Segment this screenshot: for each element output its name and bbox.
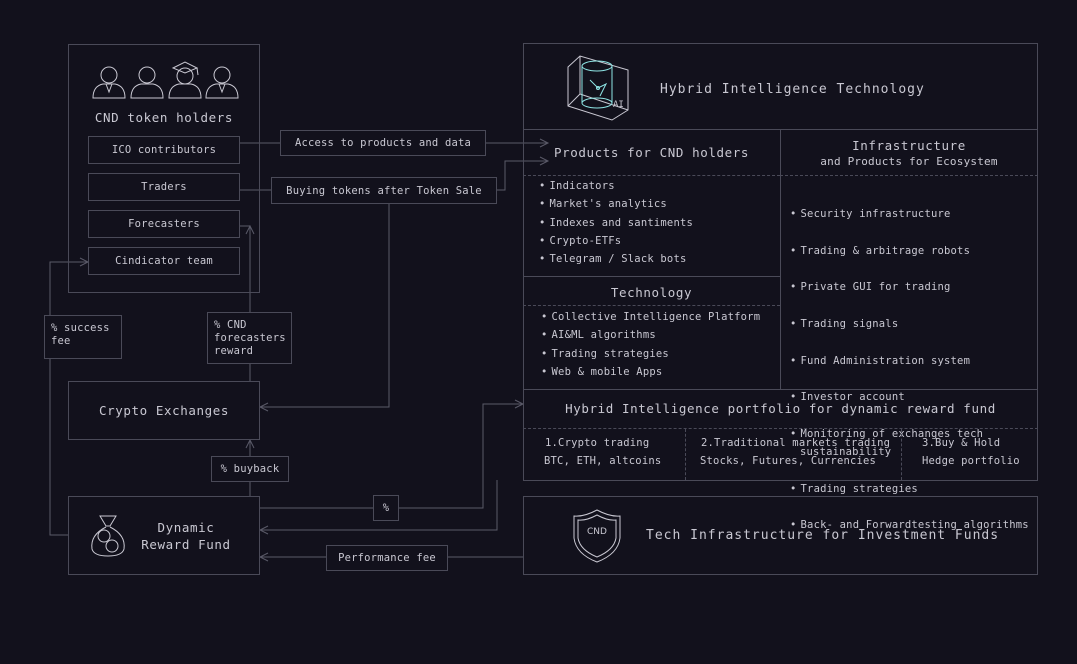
list-item: Trading & arbitrage robots [790, 242, 1029, 260]
list-item: Indexes and santiments [539, 214, 693, 232]
hybrid-intelligence-panel [523, 43, 1038, 481]
arrow-head [539, 156, 550, 166]
arrow-head [539, 138, 550, 148]
cnd-reward-label: % CND forecasters reward [207, 312, 292, 364]
crypto-exchanges-title: Crypto Exchanges [98, 403, 229, 418]
arrow-head [245, 438, 255, 449]
technology-list: Collective Intelligence Platform AI&ML a… [541, 308, 761, 381]
people-icon [92, 61, 239, 99]
buying-label: Buying tokens after Token Sale [271, 177, 497, 204]
list-item: Monitoring of exchanges tech sustainabil… [790, 425, 1029, 462]
dashed-divider [780, 175, 1038, 176]
hybrid-intelligence-title: Hybrid Intelligence Technology [660, 82, 925, 97]
list-item: Security infrastructure [790, 205, 1029, 223]
list-item: Indicators [539, 177, 693, 195]
portfolio-column-detail: Stocks, Futures, Currencies [700, 455, 877, 467]
ai-cube-icon [567, 55, 629, 121]
infrastructure-title: Infrastructure [852, 138, 966, 153]
holder-traders: Traders [88, 173, 240, 201]
divider [523, 389, 1038, 390]
connector-line [260, 204, 390, 408]
arrow-head [245, 224, 255, 235]
portfolio-column-name: 3.Buy & Hold [922, 437, 1001, 449]
list-item: Trading signals [790, 315, 1029, 333]
connector-line [260, 480, 498, 531]
list-item: Telegram / Slack bots [539, 250, 693, 268]
holder-forecasters: Forecasters [88, 210, 240, 238]
portfolio-column-detail: Hedge portfolio [922, 455, 1020, 467]
portfolio-column-name: 2.Traditional markets trading [701, 437, 891, 449]
divider [780, 129, 781, 389]
divider [523, 276, 780, 277]
percent-label: % [373, 495, 399, 521]
performance-fee-label: Performance fee [326, 545, 448, 571]
dashed-divider [523, 428, 1038, 429]
access-label: Access to products and data [280, 130, 486, 156]
portfolio-column-name: 1.Crypto trading [545, 437, 650, 449]
list-item: Fund Administration system [790, 352, 1029, 370]
success-fee-label: % success fee [44, 315, 122, 359]
holder-cindicator-team: Cindicator team [88, 247, 240, 275]
dashed-divider [901, 429, 902, 480]
list-item: Private GUI for trading [790, 278, 1029, 296]
list-item: Investor account [790, 388, 1029, 406]
ai-badge: AI [613, 100, 624, 110]
reward-fund-box [68, 496, 260, 575]
list-item: AI&ML algorithms [541, 326, 760, 344]
dashed-divider [523, 305, 780, 306]
reward-fund-title: Dynamic Reward Fund [141, 520, 231, 552]
list-item: Collective Intelligence Platform [541, 308, 761, 326]
shield-badge: CND [587, 527, 607, 537]
infrastructure-list: Security infrastructure Trading & arbitr… [790, 187, 1029, 553]
list-item: Back- and Forwardtesting algorithms [790, 516, 1029, 534]
connector-line [497, 160, 548, 191]
list-item: Market's analytics [539, 195, 693, 213]
dashed-divider [685, 429, 686, 480]
portfolio-column-detail: BTC, ETH, altcoins [544, 455, 662, 467]
list-item: Trading strategies [790, 480, 1029, 498]
arrow-head [258, 402, 269, 412]
portfolio-title: Hybrid Intelligence portfolio for dynami… [565, 401, 996, 416]
crypto-exchanges-box [68, 381, 260, 440]
buyback-label: % buyback [211, 456, 289, 482]
arrow-head [258, 525, 269, 535]
list-item: Crypto-ETFs [539, 232, 693, 250]
token-holders-panel [68, 44, 260, 293]
products-title: Products for CND holders [553, 145, 749, 160]
list-item: Web & mobile Apps [541, 363, 760, 381]
connector-line [49, 261, 88, 536]
infrastructure-subtitle: and Products for Ecosystem [820, 155, 998, 168]
technology-title: Technology [610, 285, 693, 300]
holder-ico-contributors: ICO contributors [88, 136, 240, 164]
arrow-head [258, 552, 269, 562]
tech-infrastructure-title: Tech Infrastructure for Investment Funds [646, 528, 1000, 543]
products-list: Indicators Market's analytics Indexes an… [539, 177, 693, 268]
shield-icon [573, 509, 621, 563]
connector-line [399, 403, 523, 509]
token-holders-title: CND token holders [94, 110, 234, 125]
list-item: Trading strategies [541, 345, 760, 363]
tech-infrastructure-box [523, 496, 1038, 575]
dashed-divider [523, 175, 780, 176]
money-bag-icon [91, 515, 125, 557]
